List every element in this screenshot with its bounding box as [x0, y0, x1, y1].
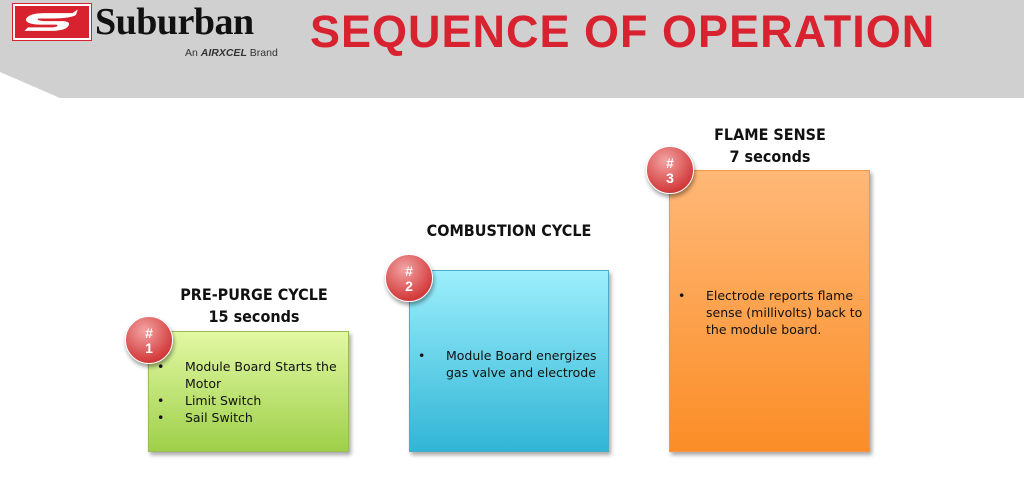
step-1-duration: 15 seconds — [208, 307, 300, 326]
step-2-box: Module Board energizes gas valve and ele… — [409, 270, 609, 452]
step-3-heading: FLAME SENSE 7 seconds — [671, 124, 869, 168]
bullet: Electrode reports flame sense (millivolt… — [678, 287, 868, 338]
suburban-logo-icon — [12, 3, 92, 41]
step-3-box: Electrode reports flame sense (millivolt… — [669, 170, 870, 452]
brand-tagline: An AIRXCEL Brand — [185, 47, 278, 59]
bullet: Limit Switch — [157, 392, 347, 409]
bullet: Module Board Starts the Motor — [157, 358, 347, 392]
bullet: Sail Switch — [157, 409, 347, 426]
step-1-heading: PRE-PURGE CYCLE 15 seconds — [159, 284, 350, 328]
step-2-heading: COMBUSTION CYCLE — [411, 220, 607, 242]
step-3-duration: 7 seconds — [729, 147, 811, 166]
header-band — [0, 0, 1024, 98]
step-1-title: PRE-PURGE CYCLE — [180, 285, 328, 304]
brand-name: Suburban — [95, 1, 254, 43]
page-title: SEQUENCE OF OPERATION — [310, 6, 936, 57]
step-2-badge: #2 — [385, 254, 433, 302]
bullet: Module Board energizes gas valve and ele… — [418, 347, 608, 381]
step-1-box: Module Board Starts the Motor Limit Swit… — [148, 331, 349, 452]
step-2-title: COMBUSTION CYCLE — [426, 221, 592, 240]
step-3-badge: #3 — [646, 146, 694, 194]
step-1-badge: #1 — [125, 316, 173, 364]
step-3-title: FLAME SENSE — [714, 125, 826, 144]
